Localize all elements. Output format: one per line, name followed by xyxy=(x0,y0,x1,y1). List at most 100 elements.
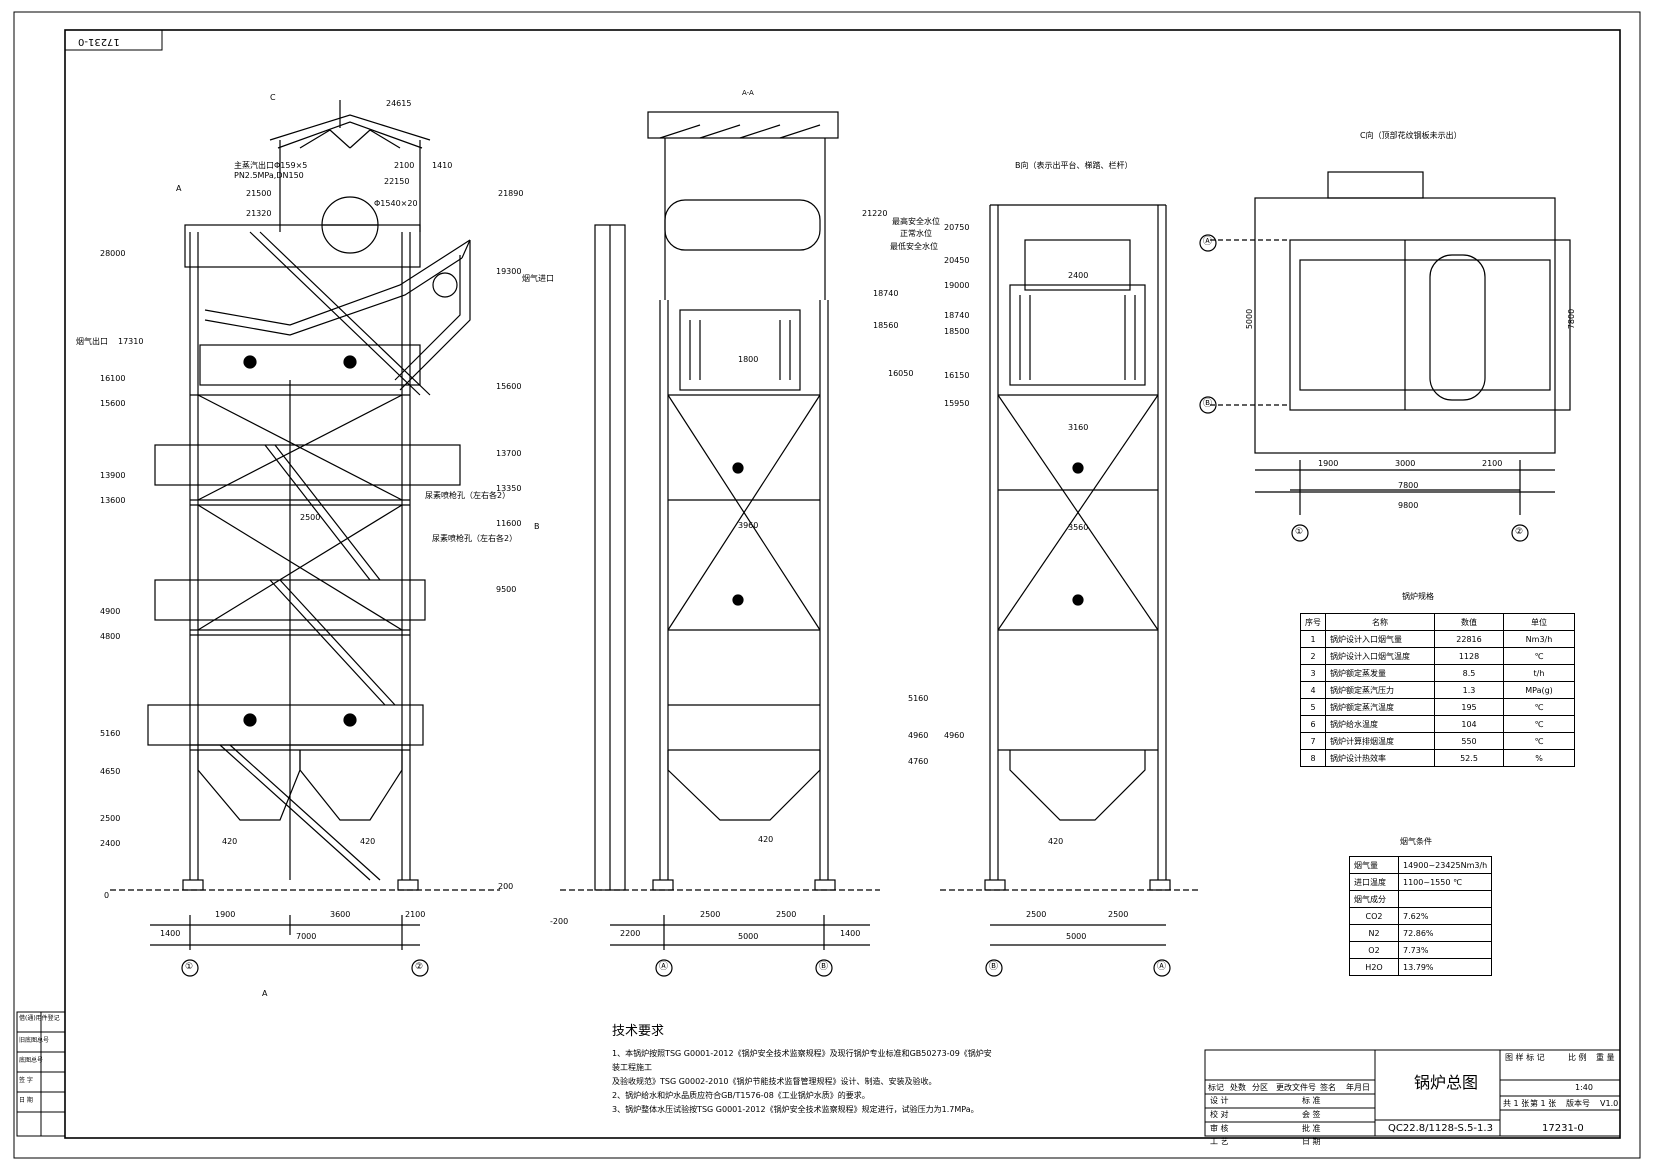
cell: 4 xyxy=(1300,681,1326,699)
table-header: 名称 xyxy=(1325,613,1435,631)
weight-label: 重 量 xyxy=(1596,1053,1615,1062)
section-mark: B xyxy=(534,522,540,531)
cell: 13.79% xyxy=(1397,958,1493,976)
axis-label: ② xyxy=(415,962,424,972)
revision-header: 年月日 xyxy=(1346,1083,1370,1092)
elevation: 18560 xyxy=(873,321,899,330)
elevation-left: 4800 xyxy=(100,632,121,641)
urea-port-label-2: 尿素喷枪孔（左右各2） xyxy=(432,534,518,543)
signature-row: 设 计 xyxy=(1210,1096,1229,1105)
cell: 1.3 xyxy=(1434,681,1504,699)
elevation: 18740 xyxy=(873,289,899,298)
elevation: 19000 xyxy=(944,281,970,290)
dimension: 9800 xyxy=(1398,501,1419,510)
elevation: 18740 xyxy=(944,311,970,320)
revision-header: 更改文件号 xyxy=(1276,1083,1316,1092)
cell: 烟气量 xyxy=(1349,856,1399,874)
urea-port-label-1: 尿素喷枪孔（左右各2） xyxy=(425,491,511,500)
dimension: 420 xyxy=(1048,837,1064,846)
steam-outlet-label: 主蒸汽出口Φ159×5 xyxy=(234,161,308,170)
cell: 5 xyxy=(1300,698,1326,716)
dimension: 1400 xyxy=(160,929,181,938)
elevation-right: 200 xyxy=(498,882,514,891)
dimension: 3160 xyxy=(1068,423,1089,432)
elevation-right: 21320 xyxy=(246,209,272,218)
axis-label: ② xyxy=(1515,527,1524,537)
dimension: 420 xyxy=(222,837,238,846)
cell: ℃ xyxy=(1503,647,1575,665)
elevation-left: 2500 xyxy=(100,814,121,823)
margin-label: 借(通)用件登记 xyxy=(19,1015,60,1022)
dimension: 2200 xyxy=(620,929,641,938)
revision-header: 签名 xyxy=(1320,1083,1336,1092)
version-label: 版本号 xyxy=(1566,1099,1590,1108)
axis-label: Ⓐ xyxy=(659,962,669,972)
axis-label: Ⓑ xyxy=(989,962,999,972)
water-level-high: 最高安全水位 xyxy=(892,217,940,226)
signature-row: 校 对 xyxy=(1210,1110,1229,1119)
cell: % xyxy=(1503,749,1575,767)
dimension: 3000 xyxy=(1395,459,1416,468)
dimension: 2500 xyxy=(776,910,797,919)
flue-outlet-label: 烟气出口 xyxy=(76,337,108,346)
cell: 6 xyxy=(1300,715,1326,733)
drum-label: Φ1540×20 xyxy=(374,199,418,208)
scale-value: 1:40 xyxy=(1575,1083,1593,1092)
elevation-left: 28000 xyxy=(100,249,126,258)
dimension: 5000 xyxy=(738,932,759,941)
elevation: 18500 xyxy=(944,327,970,336)
elevation-right: 13700 xyxy=(496,449,522,458)
elevation: 4760 xyxy=(908,757,929,766)
dimension: 1400 xyxy=(840,929,861,938)
cell xyxy=(1397,890,1493,908)
cell: CO2 xyxy=(1349,907,1399,925)
dimension: 2100 xyxy=(1482,459,1503,468)
cell: 锅炉设计入口烟气量 xyxy=(1325,630,1435,648)
tech-item: 1、本锅炉按照TSG G0001-2012《锅炉安全技术监察规程》及现行锅炉专业… xyxy=(612,1049,992,1072)
elevation-right: 15600 xyxy=(496,382,522,391)
cell: 22816 xyxy=(1434,630,1504,648)
elevation-right: 24615 xyxy=(386,99,412,108)
cell: ℃ xyxy=(1503,732,1575,750)
flue-inlet-label: 烟气进口 xyxy=(522,274,554,283)
elevation-right: 19300 xyxy=(496,267,522,276)
margin-label: 底图总号 xyxy=(19,1057,44,1064)
elevation-right: 21890 xyxy=(498,189,524,198)
table-row: 烟气成分 xyxy=(1349,890,1493,908)
sheet-total: 共 1 张 xyxy=(1503,1099,1530,1108)
dimension: 7800 xyxy=(1567,308,1577,330)
cell: 锅炉给水温度 xyxy=(1325,715,1435,733)
cell: 550 xyxy=(1434,732,1504,750)
cell: O2 xyxy=(1349,941,1399,959)
cell: 3 xyxy=(1300,664,1326,682)
grid-mark: Ⓐ xyxy=(1203,237,1213,247)
dimension: 2500 xyxy=(1108,910,1129,919)
cell: N2 xyxy=(1349,924,1399,942)
cell: 锅炉额定蒸汽温度 xyxy=(1325,698,1435,716)
axis-label: ① xyxy=(1295,527,1304,537)
elevation-left: 16100 xyxy=(100,374,126,383)
cell: 14900~23425Nm3/h xyxy=(1397,856,1493,874)
cell: H2O xyxy=(1349,958,1399,976)
axis-label: Ⓑ xyxy=(819,962,829,972)
cell: 195 xyxy=(1434,698,1504,716)
signature-row: 工 艺 xyxy=(1210,1137,1229,1146)
signature-right: 批 准 xyxy=(1302,1124,1321,1133)
scale-label: 比 例 xyxy=(1568,1053,1587,1062)
cell: 锅炉额定蒸汽压力 xyxy=(1325,681,1435,699)
revision-header: 标记 xyxy=(1208,1083,1224,1092)
dimension: 420 xyxy=(360,837,376,846)
table-header: 序号 xyxy=(1300,613,1326,631)
elevation: 20750 xyxy=(944,223,970,232)
elevation: 4960 xyxy=(944,731,965,740)
elevation-left: 2400 xyxy=(100,839,121,848)
elevation-right: 21500 xyxy=(246,189,272,198)
